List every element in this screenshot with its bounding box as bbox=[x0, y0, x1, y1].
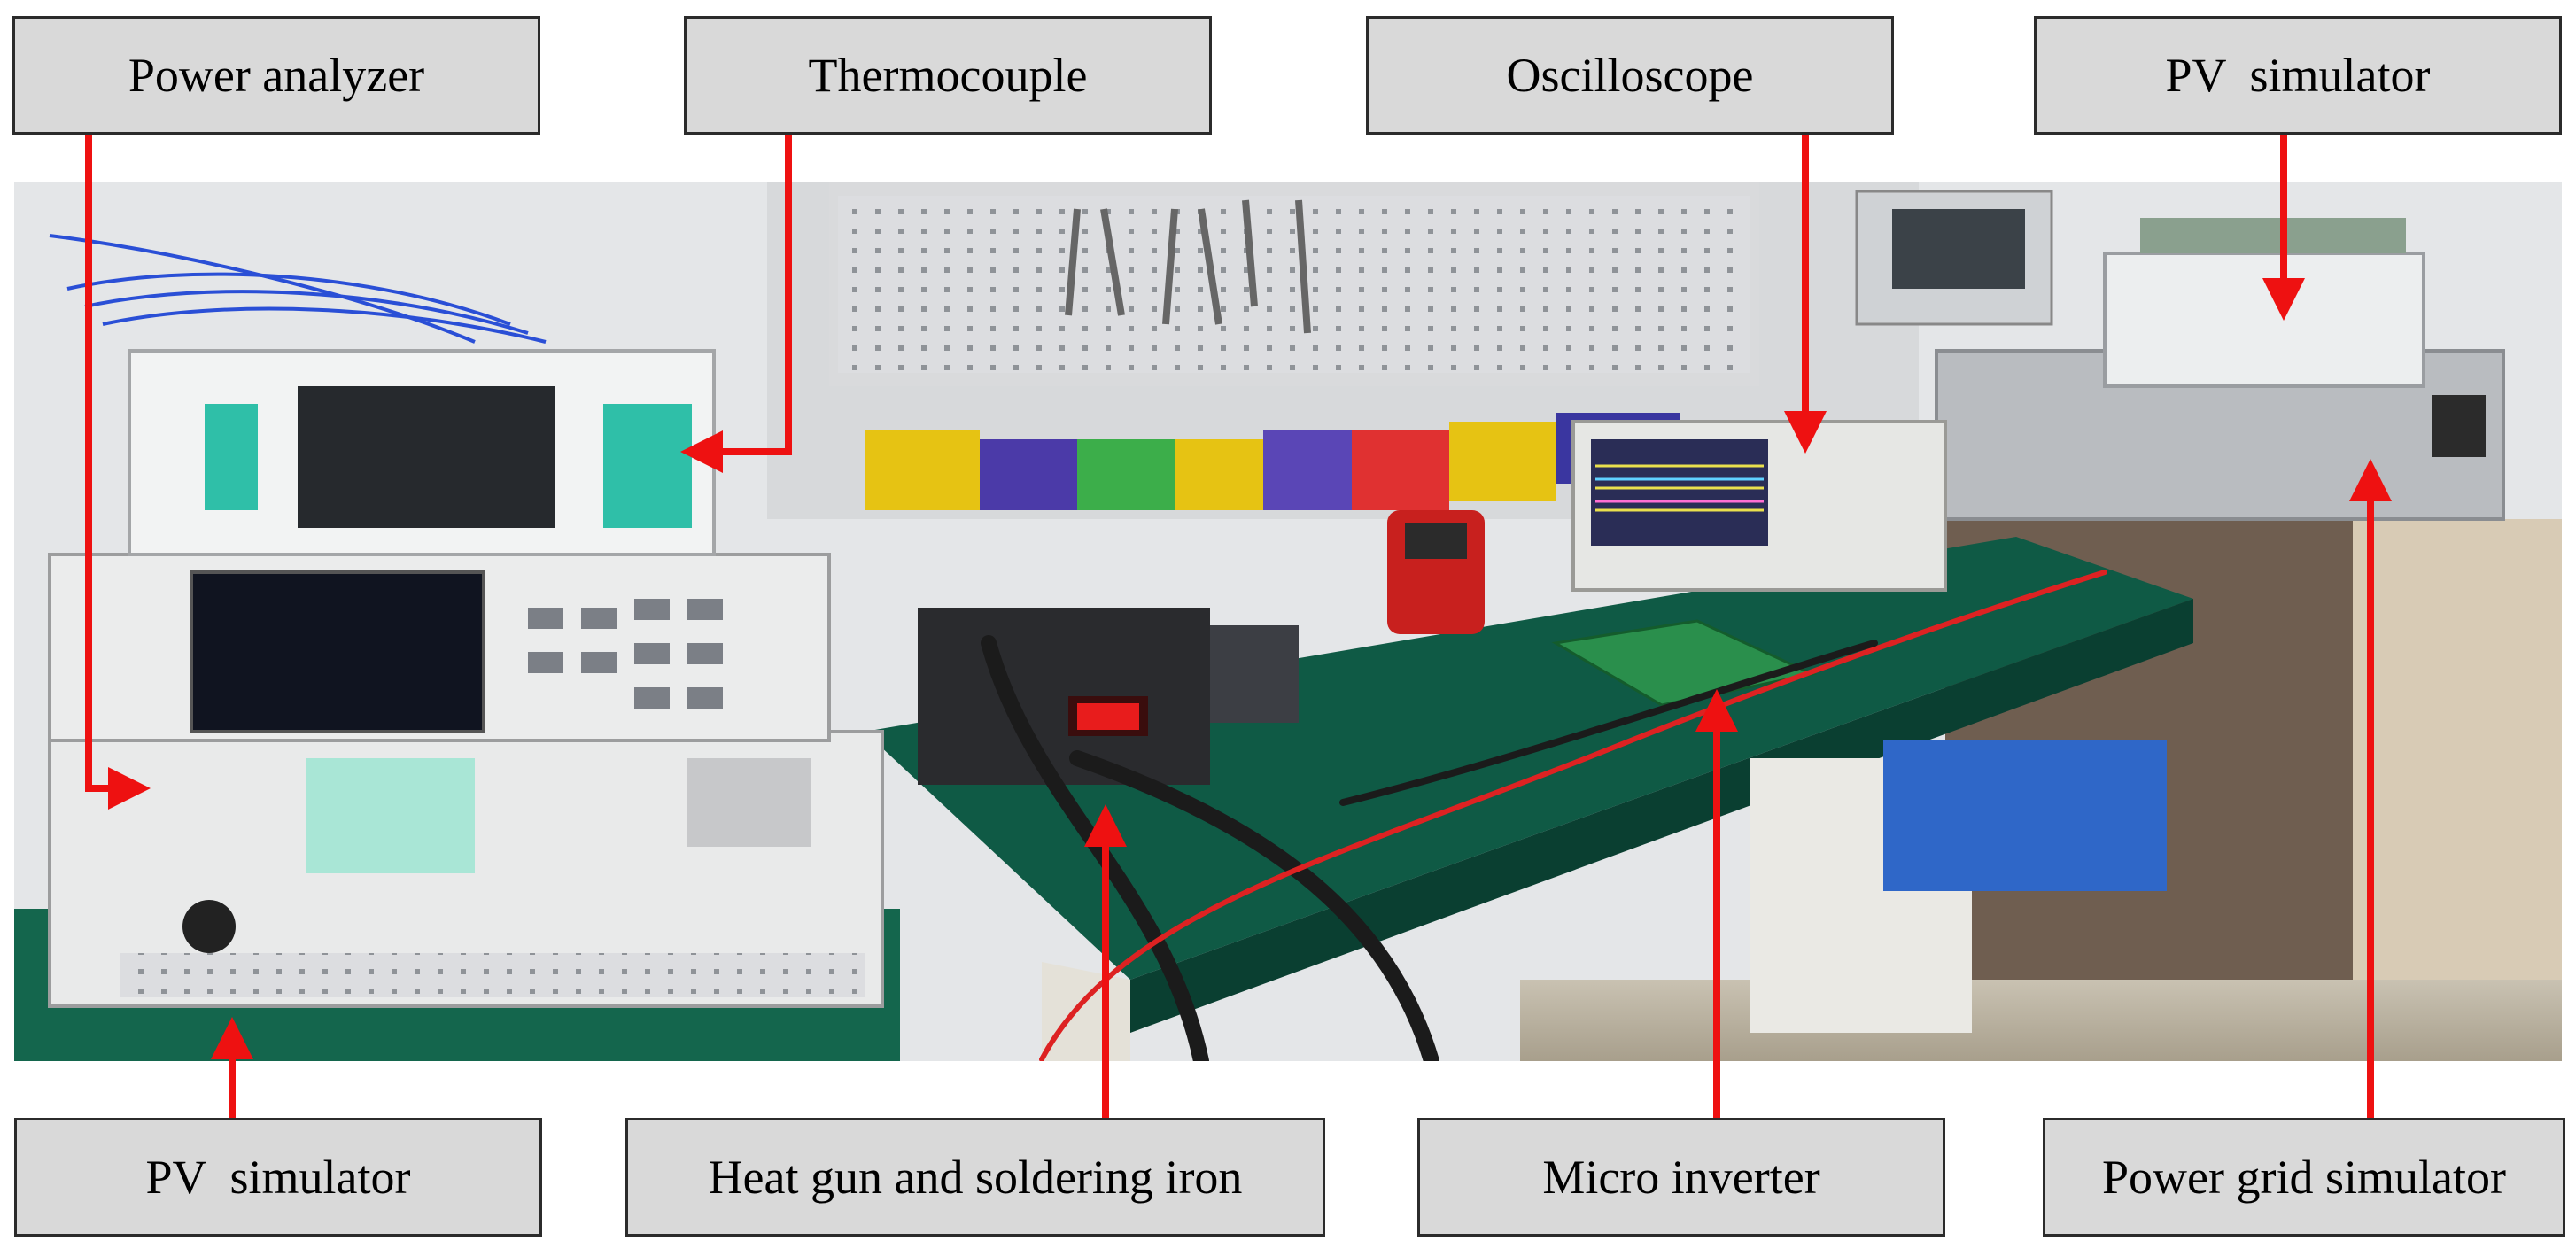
arrow-power-analyzer bbox=[85, 135, 151, 810]
soldering-station bbox=[918, 608, 1210, 785]
label-heat-gun-soldering-iron: Heat gun and soldering iron bbox=[625, 1118, 1325, 1237]
arrow-thermocouple bbox=[680, 135, 792, 473]
floor bbox=[1520, 980, 2562, 1061]
label-thermocouple: Thermocouple bbox=[684, 16, 1212, 135]
hanging-tools bbox=[1065, 199, 1311, 334]
label-oscilloscope: Oscilloscope bbox=[1366, 16, 1894, 135]
label-pv-simulator-bottom: PV simulator bbox=[14, 1118, 542, 1237]
workbench-front bbox=[1130, 599, 2193, 1033]
blue-drawer bbox=[1883, 740, 2167, 891]
cables bbox=[981, 570, 2107, 1061]
label-power-grid-simulator: Power grid simulator bbox=[2043, 1118, 2565, 1237]
label-micro-inverter: Micro inverter bbox=[1417, 1118, 1945, 1237]
thermocouple-wires bbox=[49, 234, 547, 344]
pegboard-holes bbox=[838, 196, 1750, 373]
right-side-cabinet bbox=[2353, 519, 2562, 1061]
analyzer-buttons bbox=[528, 599, 723, 709]
label-pv-simulator-top: PV simulator bbox=[2034, 16, 2562, 135]
label-power-analyzer: Power analyzer bbox=[12, 16, 540, 135]
